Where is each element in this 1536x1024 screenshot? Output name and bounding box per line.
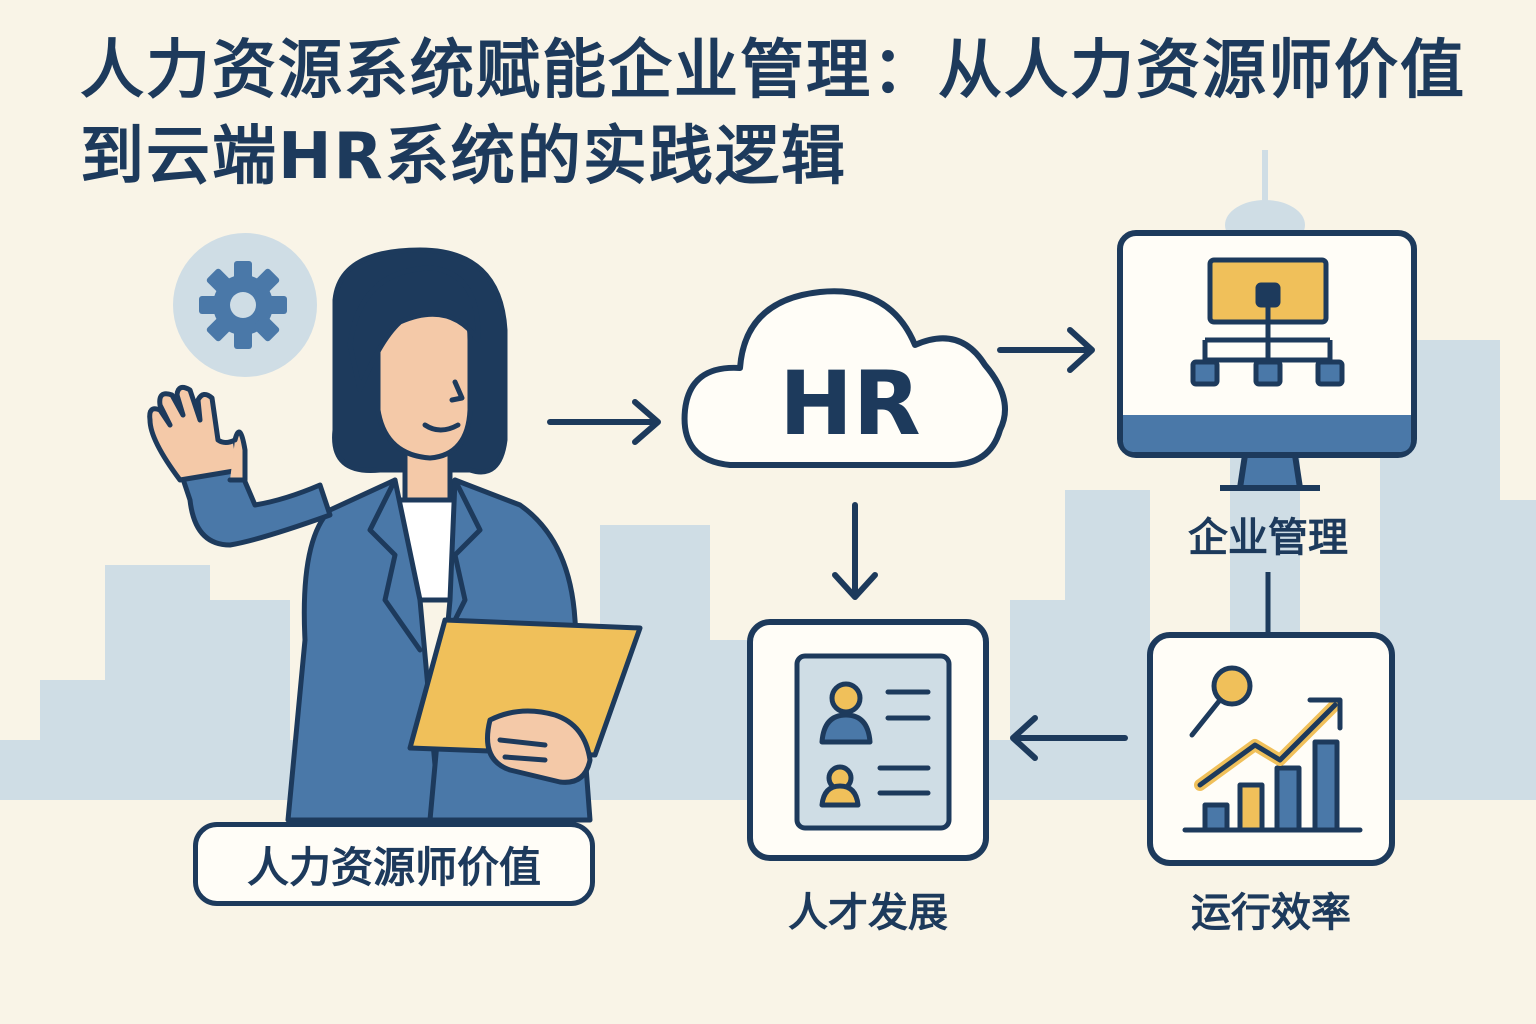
enterprise-management-label: 企业管理 <box>1188 515 1348 561</box>
cloud-label: HR <box>779 352 921 455</box>
org-chart-icon <box>1190 257 1345 387</box>
page-title: 人力资源系统赋能企业管理：从人力资源师价值到云端HR系统的实践逻辑 <box>80 34 1466 194</box>
arrow-icon <box>547 399 661 445</box>
hr-professional-illustration <box>147 247 643 823</box>
arrow-icon <box>1010 715 1128 761</box>
gear-icon <box>173 233 317 377</box>
growth-chart-icon <box>1182 665 1363 833</box>
arrow-icon <box>997 327 1095 373</box>
profile-card-icon <box>794 653 952 831</box>
arrow-icon <box>832 502 878 600</box>
hr-value-label: 人力资源师价值 <box>193 822 595 906</box>
operating-efficiency-label: 运行效率 <box>1191 890 1351 936</box>
talent-development-label: 人才发展 <box>788 890 948 936</box>
cloud-icon <box>681 288 1008 468</box>
